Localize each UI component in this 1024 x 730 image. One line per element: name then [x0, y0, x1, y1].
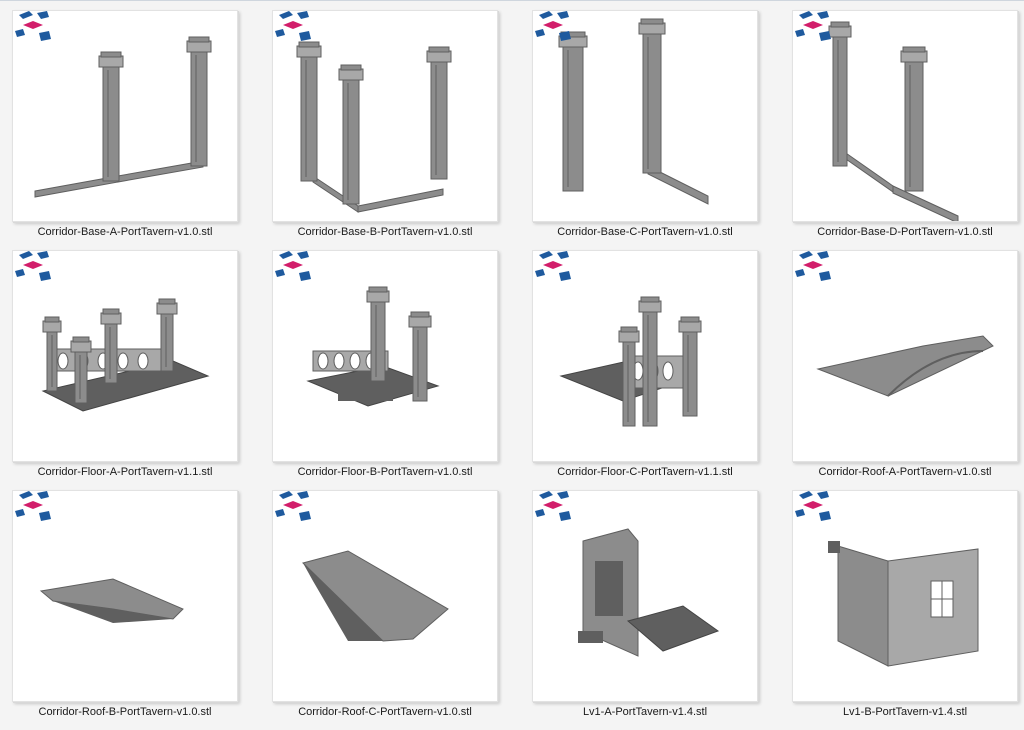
file-item[interactable]: Corridor-Base-C-PortTavern-v1.0.stl — [520, 10, 780, 250]
file-item[interactable]: Lv1-A-PortTavern-v1.4.stl — [520, 490, 780, 730]
window-top-border — [0, 0, 1024, 1]
floor-b-model-icon — [306, 286, 440, 407]
file-item[interactable]: Corridor-Roof-C-PortTavern-v1.0.stl — [260, 490, 520, 730]
stl-viewer-logo-icon — [535, 11, 571, 41]
file-thumbnail[interactable] — [272, 250, 498, 462]
file-item[interactable]: Corridor-Floor-C-PortTavern-v1.1.stl — [520, 250, 780, 490]
roof-b-model-icon — [39, 578, 184, 623]
stl-viewer-logo-icon — [535, 251, 571, 281]
file-name-label[interactable]: Corridor-Floor-A-PortTavern-v1.1.stl — [37, 466, 213, 478]
file-item[interactable]: Corridor-Roof-B-PortTavern-v1.0.stl — [0, 490, 260, 730]
base-a-model-icon — [34, 36, 212, 198]
file-thumbnail[interactable] — [792, 250, 1018, 462]
stl-viewer-logo-icon — [535, 491, 571, 521]
file-thumbnail[interactable] — [532, 250, 758, 462]
file-name-label[interactable]: Corridor-Base-C-PortTavern-v1.0.stl — [557, 226, 733, 238]
stl-viewer-logo-icon — [15, 491, 51, 521]
file-thumbnail[interactable] — [12, 10, 238, 222]
file-item[interactable]: Corridor-Base-A-PortTavern-v1.0.stl — [0, 10, 260, 250]
stl-viewer-logo-icon — [275, 11, 311, 41]
wall-b-model-icon — [828, 541, 979, 667]
roof-c-model-icon — [302, 550, 449, 642]
file-thumbnail[interactable] — [272, 10, 498, 222]
stl-viewer-logo-icon — [15, 11, 51, 41]
file-item[interactable]: Lv1-B-PortTavern-v1.4.stl — [780, 490, 1024, 730]
file-name-label[interactable]: Corridor-Floor-B-PortTavern-v1.0.stl — [297, 466, 473, 478]
file-thumbnail[interactable] — [272, 490, 498, 702]
base-b-model-icon — [296, 41, 452, 213]
base-c-model-icon — [558, 18, 709, 205]
stl-viewer-logo-icon — [795, 491, 831, 521]
wall-a-model-icon — [578, 528, 720, 657]
floor-c-model-icon — [559, 296, 702, 427]
file-item[interactable]: Corridor-Roof-A-PortTavern-v1.0.stl — [780, 250, 1024, 490]
file-thumbnail[interactable] — [532, 490, 758, 702]
stl-viewer-logo-icon — [275, 491, 311, 521]
file-name-label[interactable]: Corridor-Roof-C-PortTavern-v1.0.stl — [298, 706, 472, 718]
file-thumbnail[interactable] — [792, 490, 1018, 702]
file-name-label[interactable]: Lv1-B-PortTavern-v1.4.stl — [842, 706, 968, 718]
file-item[interactable]: Corridor-Floor-B-PortTavern-v1.0.stl — [260, 250, 520, 490]
floor-a-model-icon — [41, 298, 210, 412]
file-item[interactable]: Corridor-Base-B-PortTavern-v1.0.stl — [260, 10, 520, 250]
stl-viewer-logo-icon — [275, 251, 311, 281]
stl-viewer-logo-icon — [15, 251, 51, 281]
stl-viewer-logo-icon — [795, 11, 831, 41]
base-d-model-icon — [828, 21, 959, 221]
file-name-label[interactable]: Corridor-Roof-A-PortTavern-v1.0.stl — [818, 466, 992, 478]
file-thumbnail[interactable] — [12, 250, 238, 462]
file-thumbnail[interactable] — [12, 490, 238, 702]
file-thumbnail[interactable] — [792, 10, 1018, 222]
file-name-label[interactable]: Corridor-Floor-C-PortTavern-v1.1.stl — [557, 466, 733, 478]
file-name-label[interactable]: Corridor-Base-A-PortTavern-v1.0.stl — [37, 226, 213, 238]
file-name-label[interactable]: Corridor-Base-B-PortTavern-v1.0.stl — [297, 226, 473, 238]
file-name-label[interactable]: Corridor-Base-D-PortTavern-v1.0.stl — [817, 226, 993, 238]
file-name-label[interactable]: Lv1-A-PortTavern-v1.4.stl — [582, 706, 708, 718]
roof-a-model-icon — [816, 335, 994, 397]
file-thumbnail[interactable] — [532, 10, 758, 222]
file-name-label[interactable]: Corridor-Roof-B-PortTavern-v1.0.stl — [38, 706, 212, 718]
file-item[interactable]: Corridor-Base-D-PortTavern-v1.0.stl — [780, 10, 1024, 250]
stl-viewer-logo-icon — [795, 251, 831, 281]
file-item[interactable]: Corridor-Floor-A-PortTavern-v1.1.stl — [0, 250, 260, 490]
